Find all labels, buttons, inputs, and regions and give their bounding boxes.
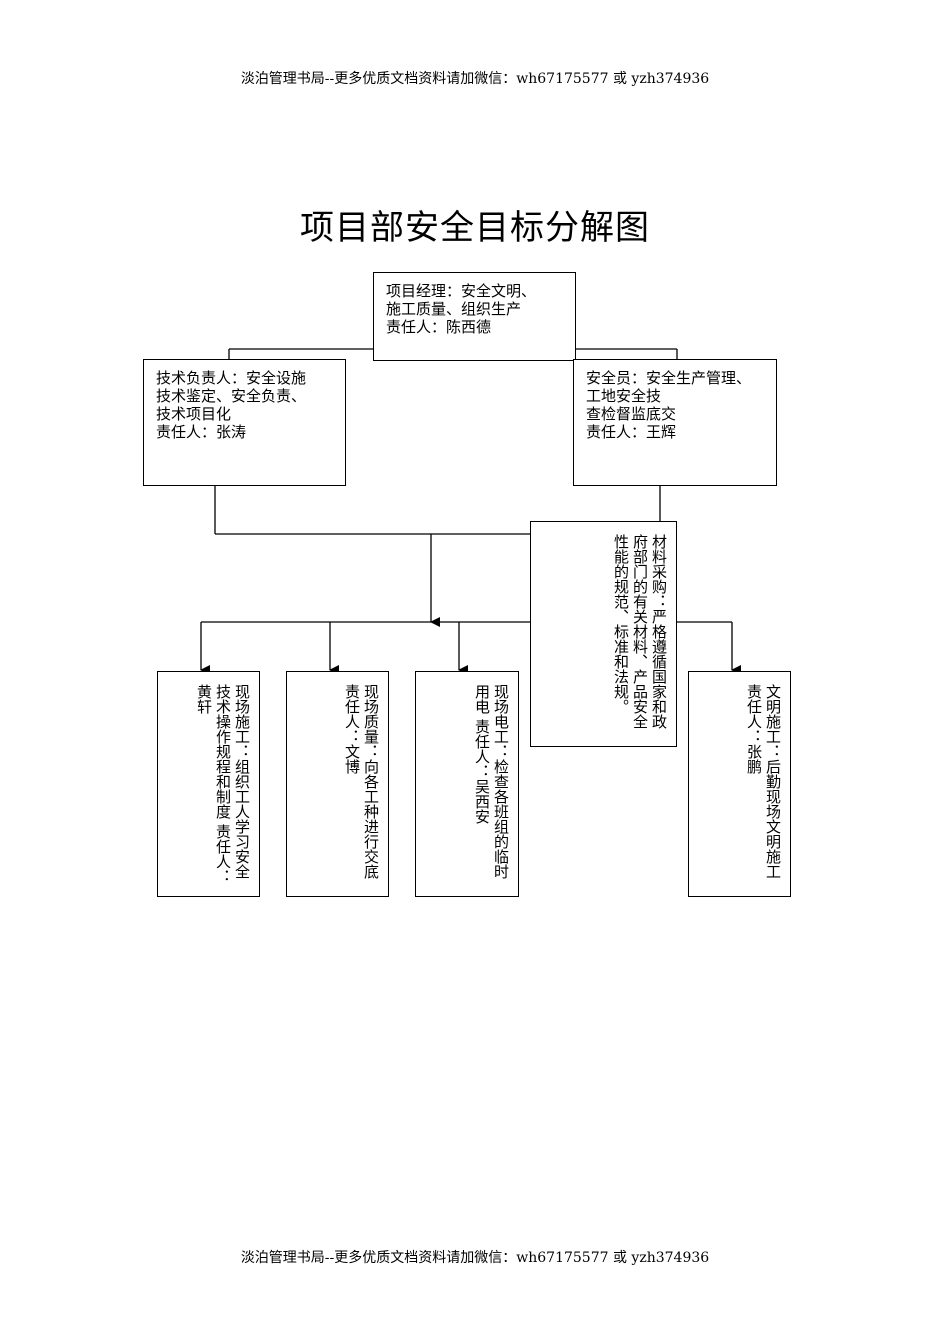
worker-box-1: 现场施工：组织工人学习安全技术操作规程和制度 责任人：黄轩 [157, 671, 260, 897]
material-box: 材料采购：严格遵循国家和政府部门的有关材料、产品安全性能的规范、标准和法规。 [530, 521, 677, 747]
worker-box-3: 现场电工：检查各班组的临时用电 责任人：吴西安 [415, 671, 519, 897]
tech-line-1: 技术负责人：安全设施 [156, 369, 307, 387]
manager-line-2: 施工质量、组织生产 [386, 300, 522, 318]
worker-person-2: 责任人：文博 [343, 684, 361, 774]
worker-person-3: 责任人：吴西安 [473, 718, 491, 824]
worker-person-1: 责任人：黄轩 [195, 684, 232, 884]
worker-box-2: 现场质量：向各工种进行交底 责任人：文博 [286, 671, 389, 897]
diagram-title: 项目部安全目标分解图 [300, 208, 650, 248]
manager-line-3: 责任人：陈西德 [386, 318, 492, 336]
material-text: 材料采购：严格遵循国家和政府部门的有关材料、产品安全性能的规范、标准和法规。 [612, 534, 668, 729]
worker-box-4: 文明施工：后勤现场文明施工 责任人：张鹏 [688, 671, 791, 897]
safety-box: 安全员：安全生产管理、 工地安全技 查检督监底交 责任人：王辉 [573, 359, 777, 486]
worker-duty-3: 现场电工：检查各班组的临时用电 [473, 684, 510, 879]
tech-line-4: 责任人：张涛 [156, 423, 247, 441]
worker-person-4: 责任人：张鹏 [745, 684, 763, 774]
manager-box: 项目经理：安全文明、 施工质量、组织生产 责任人：陈西德 [373, 272, 576, 361]
worker-duty-4: 文明施工：后勤现场文明施工 [764, 684, 782, 879]
page-footer: 淡泊管理书局--更多优质文档资料请加微信：wh67175577 或 yzh374… [240, 1250, 710, 1266]
worker-duty-1: 现场施工：组织工人学习安全技术操作规程和制度 [214, 684, 251, 879]
tech-line-3: 技术项目化 [156, 405, 232, 423]
worker-duty-2: 现场质量：向各工种进行交底 [362, 684, 380, 879]
tech-line-2: 技术鉴定、安全负责、 [156, 387, 307, 405]
safety-line-2: 工地安全技 [586, 387, 662, 405]
tech-box: 技术负责人：安全设施 技术鉴定、安全负责、 技术项目化 责任人：张涛 [143, 359, 346, 486]
safety-line-3: 查检督监底交 [586, 405, 677, 423]
safety-line-4: 责任人：王辉 [586, 423, 677, 441]
safety-line-1: 安全员：安全生产管理、 [586, 369, 752, 387]
page-header: 淡泊管理书局--更多优质文档资料请加微信：wh67175577 或 yzh374… [240, 71, 710, 87]
manager-line-1: 项目经理：安全文明、 [386, 282, 537, 300]
